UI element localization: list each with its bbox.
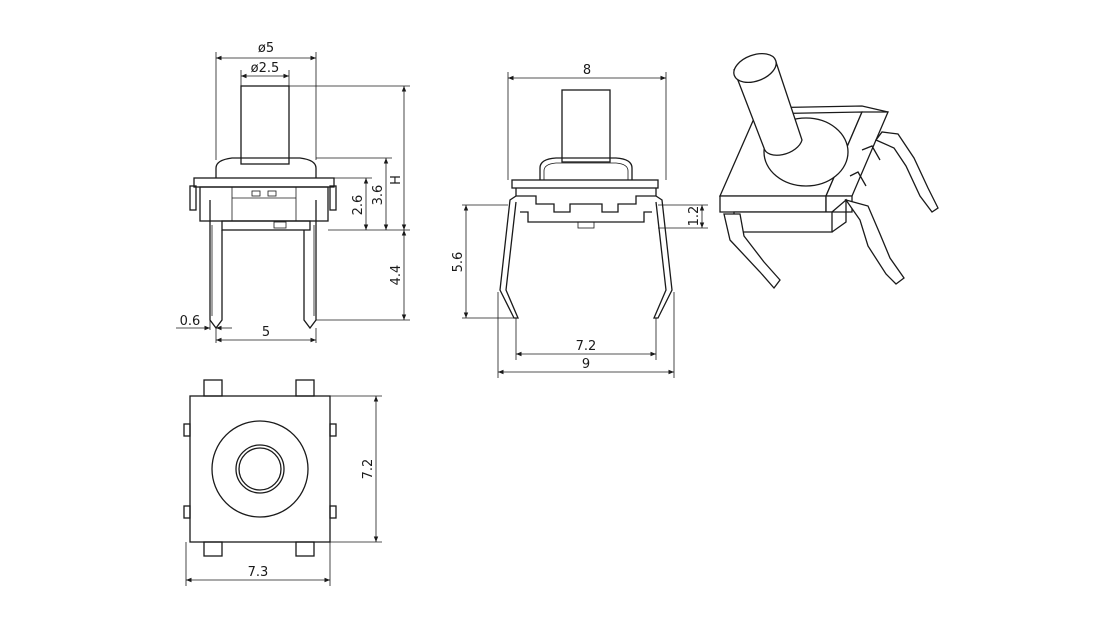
dim-72-side: 7.2 [576,339,597,354]
dim-73: 7.3 [248,565,269,580]
dim-36: 3.6 [371,185,386,206]
iso-leg-front-left [723,213,781,290]
dim-26: 2.6 [351,195,366,216]
dim-06: 0.6 [180,314,201,329]
iso-leg-back-right [874,131,939,213]
top-view: 7.2 7.3 [183,379,382,586]
side-body [515,188,657,213]
top-collar-circle [211,420,309,518]
top-actuator-inner [238,447,282,491]
side-view: 8 1.2 5.6 7.2 9 [451,63,708,378]
dim-h: H [389,175,404,185]
dim-56: 5.6 [451,252,466,273]
side-cap [539,157,633,180]
top-actuator-outer [235,444,285,494]
side-left-lead [499,195,519,319]
front-view: ø5 ø2.5 H 3.6 2.6 4.4 0.6 5 [176,41,410,343]
top-body [189,395,331,543]
dim-8: 8 [583,63,591,78]
side-right-lead [653,195,673,319]
dim-12: 1.2 [687,206,702,227]
front-body [199,186,329,222]
front-cap [215,157,317,178]
iso-leg-front-right [844,198,905,285]
dim-44: 4.4 [389,265,404,286]
front-actuator [240,85,290,165]
dim-72-top: 7.2 [361,459,376,480]
dim-5: 5 [262,325,270,340]
front-right-leg [303,200,317,330]
side-top-plate [511,179,659,189]
dim-d5: ø5 [258,41,274,56]
iso-actuator [733,61,803,156]
front-base [221,220,311,231]
dim-9: 9 [582,357,590,372]
side-actuator [561,89,611,163]
front-top-plate [193,177,335,188]
dim-d25: ø2.5 [251,61,280,76]
isometric-view [719,53,939,290]
